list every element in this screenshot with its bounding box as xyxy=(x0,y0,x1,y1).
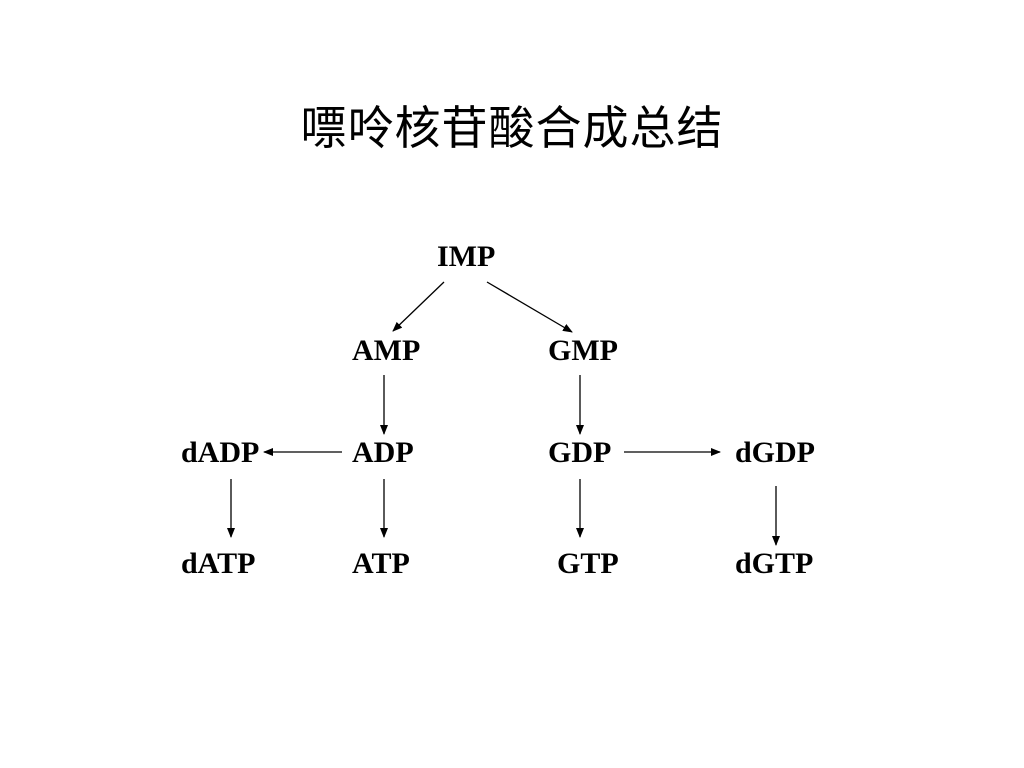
node-gdp: GDP xyxy=(548,436,612,469)
node-adp: ADP xyxy=(352,436,414,469)
node-dgtp: dGTP xyxy=(735,547,814,580)
arrow-imp-to-amp xyxy=(392,281,445,332)
node-amp: AMP xyxy=(352,334,421,367)
node-gmp: GMP xyxy=(548,334,618,367)
node-dgdp: dGDP xyxy=(735,436,816,469)
node-atp: ATP xyxy=(352,547,410,580)
slide-title: 嘌呤核苷酸合成总结 xyxy=(300,101,724,155)
node-imp: IMP xyxy=(437,240,496,273)
arrow-imp-to-gmp xyxy=(486,281,573,333)
node-gtp: GTP xyxy=(557,547,619,580)
node-dadp: dADP xyxy=(181,436,260,469)
node-datp: dATP xyxy=(181,547,256,580)
